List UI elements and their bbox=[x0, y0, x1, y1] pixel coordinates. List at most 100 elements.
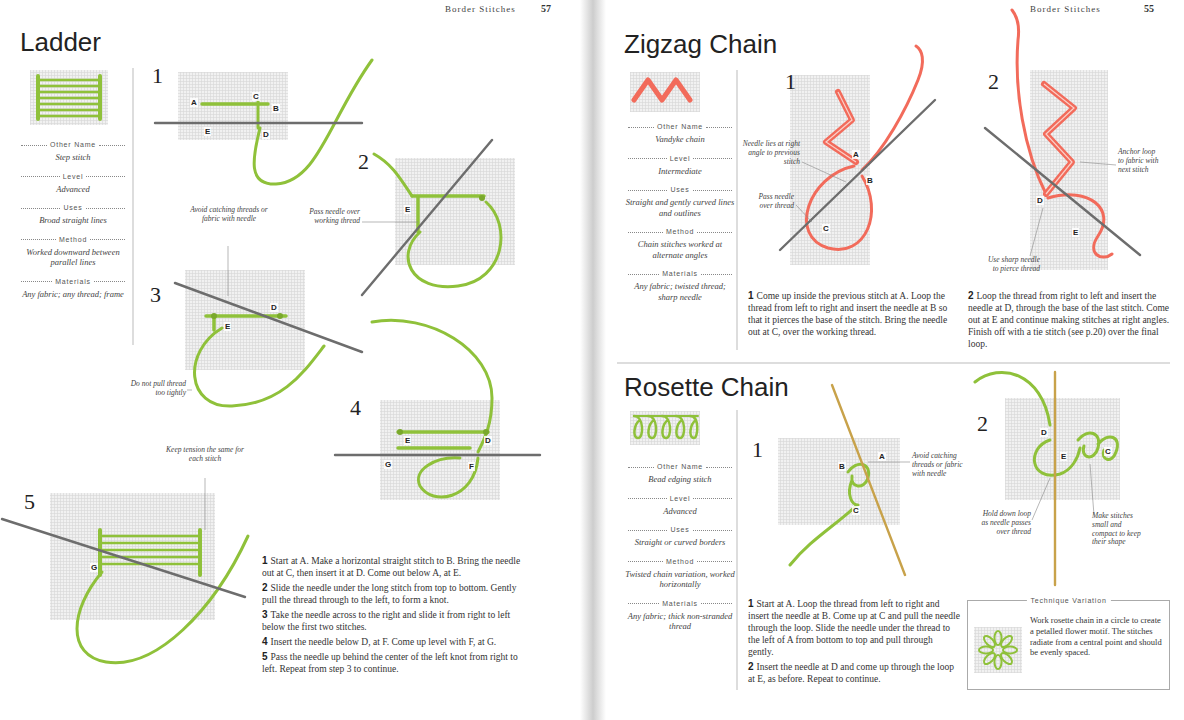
point-letter: D bbox=[1036, 196, 1044, 205]
step-number: 1 bbox=[152, 64, 163, 88]
fabric-swatch bbox=[1005, 398, 1120, 500]
point-letter: E bbox=[1072, 228, 1079, 237]
steel-needle bbox=[985, 128, 1140, 255]
leader-line bbox=[228, 246, 229, 296]
leader-line bbox=[1030, 208, 1043, 256]
chain-highlight bbox=[826, 84, 1074, 194]
fabric-swatch bbox=[395, 158, 515, 265]
leader-line bbox=[362, 222, 418, 223]
leader-line bbox=[1090, 464, 1094, 515]
text-column: Other NameBead edging stitchLevelAdvance… bbox=[625, 462, 735, 641]
instruction-number: 1 bbox=[262, 555, 268, 566]
green-thread bbox=[412, 196, 484, 232]
info-heading: Uses bbox=[625, 185, 735, 195]
point-letter: G bbox=[90, 563, 98, 572]
point-letter: E bbox=[404, 436, 411, 445]
info-value: Advanced bbox=[18, 184, 128, 195]
green-thread bbox=[100, 530, 200, 575]
fabric-swatch bbox=[790, 75, 870, 265]
info-value: Vandyke chain bbox=[625, 134, 735, 145]
fabric-swatch bbox=[974, 627, 1022, 673]
info-heading: Method bbox=[625, 557, 735, 567]
step-number: 1 bbox=[785, 70, 796, 94]
fabric-swatch bbox=[630, 411, 700, 445]
instruction-number: 5 bbox=[262, 651, 268, 662]
callout-note: Hold down loop as needle passes over thr… bbox=[975, 510, 1031, 536]
fabric-swatch bbox=[630, 72, 700, 112]
step-number: 4 bbox=[350, 396, 361, 420]
leader-line bbox=[796, 205, 812, 222]
divider-line bbox=[133, 68, 1170, 690]
instruction-number: 2 bbox=[262, 582, 268, 593]
point-letter: E bbox=[404, 205, 411, 214]
red-thread bbox=[862, 46, 922, 170]
step-number: 1 bbox=[752, 438, 763, 462]
instruction-paragraph: 3Take the needle across to the right and… bbox=[262, 609, 527, 633]
leader-line bbox=[1080, 162, 1116, 165]
green-thread bbox=[372, 320, 492, 452]
instruction-number: 2 bbox=[968, 290, 974, 301]
running-header: Border Stitches bbox=[1030, 4, 1101, 15]
instruction-paragraph: 1Come up inside the previous stitch at A… bbox=[748, 290, 955, 338]
point-letter: G bbox=[384, 460, 392, 469]
callout-note: Do not pull thread too tightly bbox=[128, 380, 186, 398]
point-letter: E bbox=[204, 127, 211, 136]
leader-line bbox=[1032, 478, 1050, 520]
info-heading: Uses bbox=[625, 525, 735, 535]
info-heading: Other Name bbox=[625, 462, 735, 472]
stitch-title: Ladder bbox=[20, 27, 101, 57]
running-header: Border Stitches bbox=[445, 4, 516, 15]
point-letter: C bbox=[1104, 447, 1112, 456]
text-column: 1Start at A. Make a horizontal straight … bbox=[262, 555, 527, 678]
green-thread bbox=[374, 154, 412, 196]
instruction-number: 4 bbox=[262, 636, 268, 647]
info-value: Chain stitches worked at alternate angle… bbox=[625, 239, 735, 260]
info-value: Bead edging stitch bbox=[625, 474, 735, 485]
instruction-text: Insert the needle below D, at F. Come up… bbox=[271, 637, 497, 647]
instruction-text: Come up inside the previous stitch at A.… bbox=[748, 291, 947, 337]
step-number: 5 bbox=[24, 490, 35, 514]
green-thread bbox=[634, 416, 697, 438]
callout-note: Avoid catching threads or fabric with ne… bbox=[190, 206, 268, 224]
point-letter: D bbox=[262, 130, 270, 139]
green-thread bbox=[206, 316, 286, 330]
point-letter: E bbox=[1060, 452, 1067, 461]
instruction-paragraph: 4Insert the needle below D, at F. Come u… bbox=[262, 636, 527, 648]
text-column: Other NameVandyke chainLevelIntermediate… bbox=[625, 122, 735, 311]
step-number: 2 bbox=[358, 150, 369, 174]
callout-note: Needle lies at right angle to previous s… bbox=[742, 140, 800, 166]
knot-dot bbox=[211, 195, 489, 435]
point-letter: B bbox=[866, 176, 874, 185]
info-value: Intermediate bbox=[625, 166, 735, 177]
point-letter: B bbox=[838, 462, 846, 471]
instruction-paragraph: 2Insert the needle at D and come up thro… bbox=[748, 661, 960, 685]
fabric-swatch bbox=[50, 493, 215, 620]
divider-line bbox=[737, 70, 738, 350]
fabric-swatch bbox=[178, 72, 288, 140]
instruction-number: 2 bbox=[748, 661, 754, 672]
instruction-text: Insert the needle at D and come up throu… bbox=[748, 662, 954, 684]
info-heading: Method bbox=[625, 227, 735, 237]
callout-note: Pass needle over working thread bbox=[298, 208, 360, 226]
instruction-text: Loop the thread from right to left and i… bbox=[968, 291, 1169, 349]
info-value: Broad straight lines bbox=[18, 215, 128, 226]
point-letter: D bbox=[1040, 428, 1048, 437]
callout-note: Pass needle over thread bbox=[748, 193, 794, 211]
fabric-swatch bbox=[30, 70, 108, 125]
knot-dot bbox=[397, 429, 403, 435]
callout-note: Make stitches small and compact to keep … bbox=[1092, 512, 1144, 547]
page-number: 57 bbox=[541, 3, 551, 15]
point-letter: B bbox=[272, 104, 280, 113]
page-number: 55 bbox=[1144, 3, 1154, 15]
instruction-number: 1 bbox=[748, 290, 754, 301]
green-thread bbox=[1034, 440, 1080, 475]
green-thread bbox=[38, 60, 1117, 669]
gold-needle bbox=[1054, 372, 1056, 585]
box-body: Work rosette chain in a circle to create… bbox=[1030, 615, 1163, 658]
text-column: 1Come up inside the previous stitch at A… bbox=[748, 290, 955, 341]
green-thread bbox=[418, 458, 478, 497]
fabric-swatch bbox=[380, 400, 500, 500]
gold-needle bbox=[832, 372, 1055, 585]
instruction-text: Start at A. Make a horizontal straight s… bbox=[262, 556, 520, 578]
info-value: Step stitch bbox=[18, 152, 128, 163]
